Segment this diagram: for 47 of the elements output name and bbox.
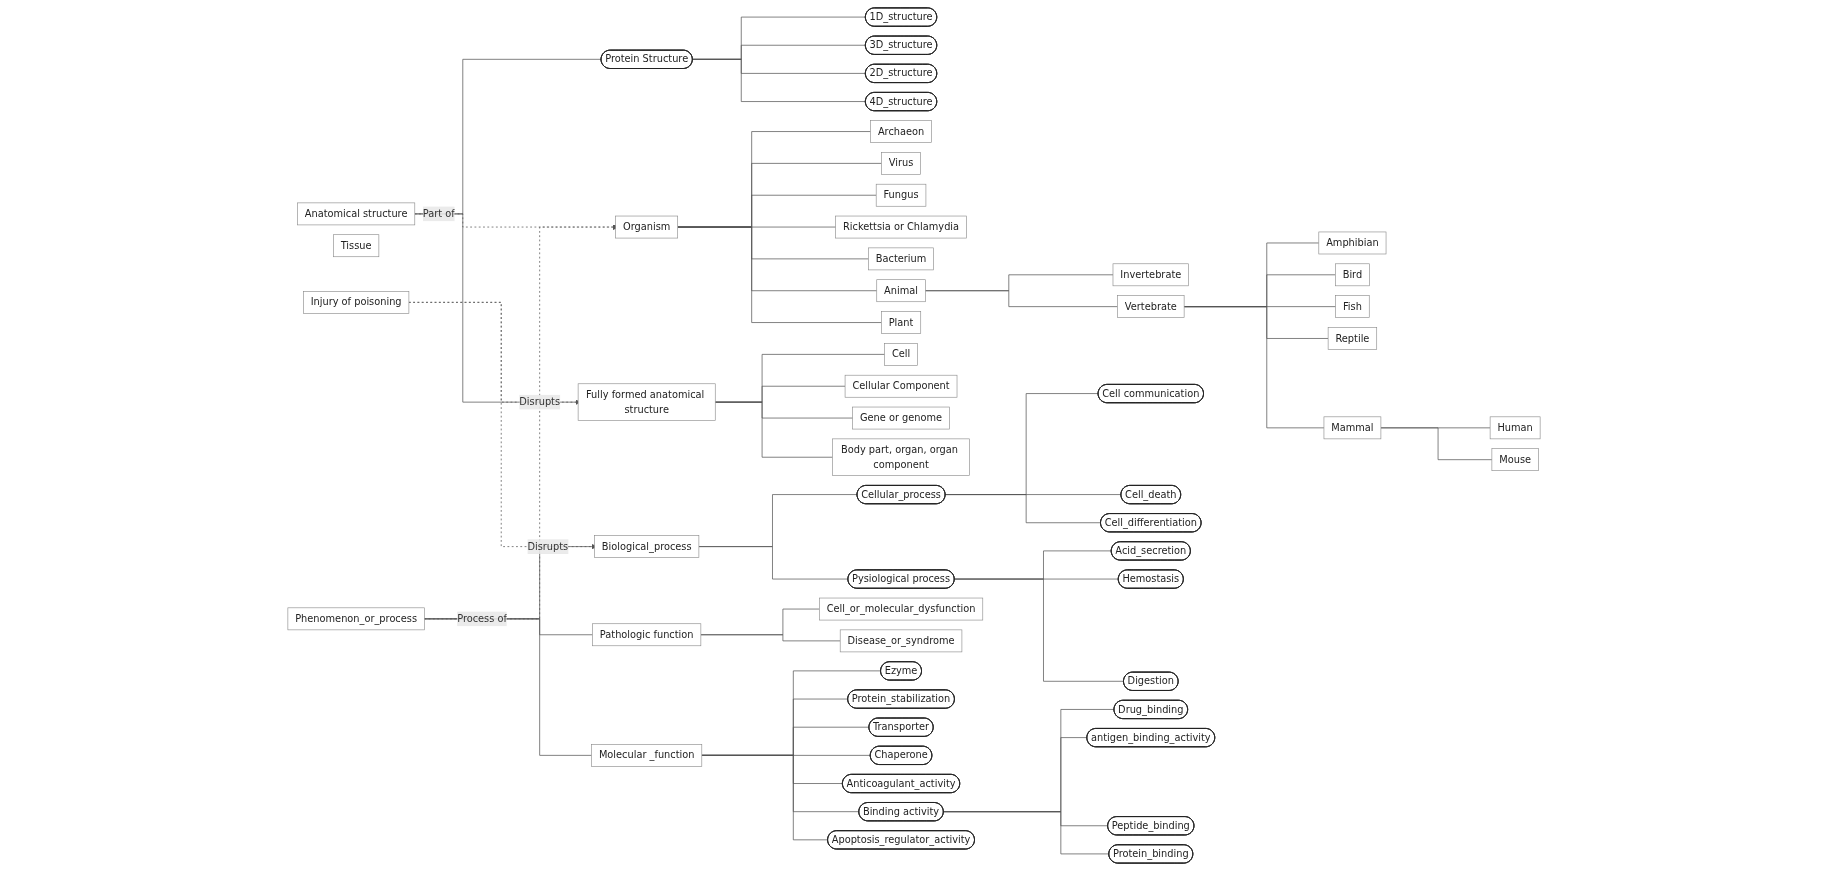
node-box: Cellular Component [844,374,958,398]
connector [942,811,1110,855]
node-box: Injury of poisoning [303,291,410,314]
node-box: Reptile [1327,327,1378,350]
edge-label: Disrupts [527,540,569,553]
node-box: Virus [881,152,921,175]
connector [1183,306,1325,429]
connector [700,634,841,642]
node-box: Gene or genome [852,406,950,430]
node-box: Bacterium [868,247,934,271]
node-box: Biological_process [594,535,700,558]
node-box: Plant [881,311,922,334]
node-box: Vertebrate [1117,295,1185,318]
connector [691,58,866,102]
connector [944,494,1101,524]
edge-label: Disrupts [519,396,561,408]
node-box: Mammal [1323,416,1382,440]
node-box: Organism [615,215,678,239]
node-box: Rickettsia or Chlamydia [835,215,967,239]
node-box: Bird [1335,263,1370,287]
node-box: Fish [1335,295,1370,318]
node-box: Cell [884,343,918,366]
connector [953,578,1124,682]
node-box: Disease_or_syndrome [839,629,963,653]
connector [701,755,828,841]
node-box: Fungus [875,183,927,207]
node-box: Archaeon [870,120,932,143]
node-box: Amphibian [1318,231,1387,255]
node-box: Invertebrate [1112,263,1189,287]
node-box: Tissue [333,234,380,258]
connector [698,546,849,580]
connector [677,226,882,323]
node-box: Mouse [1491,448,1539,471]
node-box: Body part, organ, organ component [832,438,970,476]
edge-label: Process of [457,612,507,625]
node-box: Human [1489,416,1541,440]
node-box: Molecular _function [591,744,703,767]
node-box: Animal [876,279,926,303]
node-box: Pathologic function [592,623,702,647]
node-box: Fully formed anatomical structure [577,383,716,421]
node-box: Anatomical structure [297,202,416,226]
edge-label: Part of [422,207,455,220]
node-box: Cell_or_molecular_dysfunction [819,597,984,621]
connector [714,401,833,458]
connector [925,290,1118,307]
connector [1380,427,1493,461]
node-box: Phenomenon_or_process [287,607,425,631]
